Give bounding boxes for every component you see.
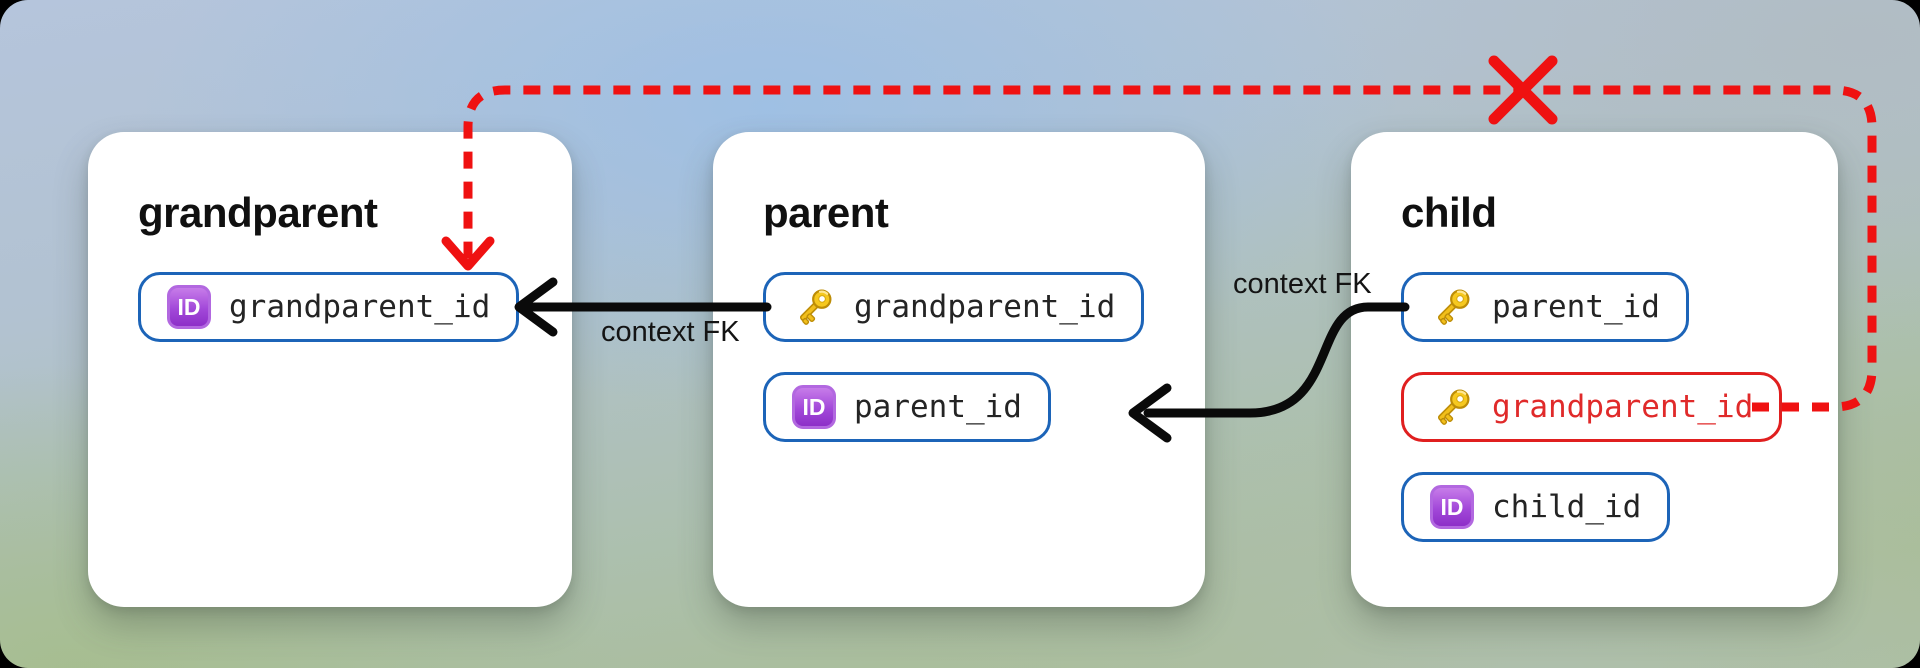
field-label: grandparent_id	[854, 289, 1116, 325]
field-parent-parent_id[interactable]: ID parent_id	[763, 372, 1051, 442]
id-badge-icon: ID	[1430, 485, 1474, 529]
field-label: parent_id	[1492, 289, 1660, 325]
table-title: parent	[763, 189, 889, 236]
field-label: child_id	[1492, 489, 1642, 525]
table-node-parent[interactable]: parent grandparent_id ID parent_	[713, 132, 1205, 607]
field-child-grandparent_id-invalid[interactable]: grandparent_id	[1401, 372, 1783, 442]
field-label: grandparent_id	[229, 289, 491, 325]
id-badge-icon: ID	[167, 285, 211, 329]
key-icon	[1437, 389, 1470, 425]
field-child-child_id[interactable]: ID child_id	[1401, 472, 1671, 542]
field-child-parent_id[interactable]: parent_id	[1401, 272, 1689, 342]
field-grandparent-grandparent_id[interactable]: ID grandparent_id	[138, 272, 520, 342]
table-node-child[interactable]: child parent_id	[1351, 132, 1838, 607]
table-title: grandparent	[138, 189, 378, 236]
edge-label-context-fk-child: context FK	[1233, 268, 1372, 300]
edge-label-context-fk-parent: context FK	[601, 316, 740, 348]
field-label: parent_id	[854, 389, 1022, 425]
field-parent-grandparent_id[interactable]: grandparent_id	[763, 272, 1145, 342]
key-icon	[1437, 289, 1470, 325]
field-label: grandparent_id	[1492, 389, 1754, 425]
table-title: child	[1401, 189, 1497, 236]
key-icon	[799, 289, 832, 325]
id-badge-icon: ID	[792, 385, 836, 429]
table-node-grandparent[interactable]: grandparent ID grandparent_id	[88, 132, 572, 607]
